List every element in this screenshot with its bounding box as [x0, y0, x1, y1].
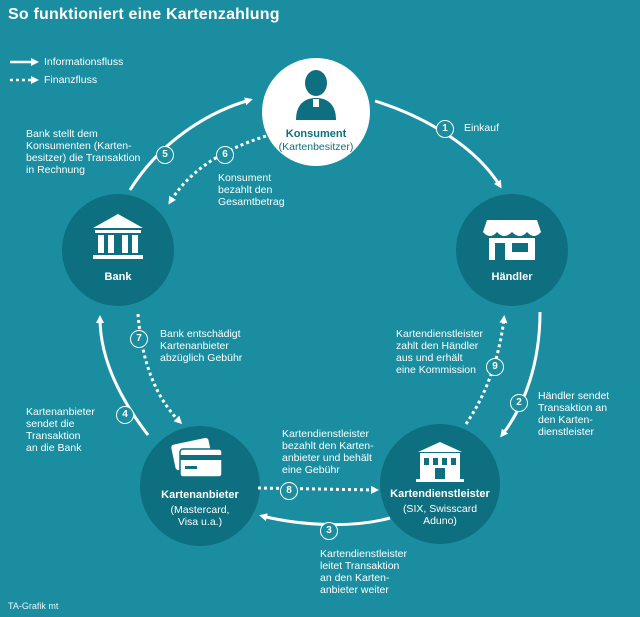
kartendienstleister-sub2: Aduno): [423, 515, 457, 527]
arrow-6: [168, 134, 267, 205]
konsument-sublabel: (Kartenbesitzer): [278, 141, 354, 153]
graphic-credit: TA-Grafik mt: [8, 601, 59, 611]
konsument-label: Konsument: [285, 128, 347, 140]
arrow-8: [257, 485, 379, 494]
arrow-5: [128, 97, 253, 191]
step-badge-2: 2: [510, 394, 528, 412]
node-kartenanbieter: [140, 426, 260, 546]
node-bank: [62, 194, 174, 306]
arrow-2: [500, 311, 542, 438]
legend-info-label: Informationsfluss: [44, 56, 124, 68]
node-kartendienstleister: [380, 424, 500, 544]
legend-finance-label: Finanzfluss: [44, 74, 98, 86]
haendler-label: Händler: [491, 271, 533, 283]
arrow-7: [136, 313, 183, 425]
kartenanbieter-label: Kartenanbieter: [161, 489, 239, 501]
bank-icon: [93, 214, 143, 259]
step-badge-8: 8: [280, 482, 298, 500]
shop-icon: [483, 220, 541, 260]
step-1-text: Einkauf: [464, 122, 500, 134]
kartendienstleister-label: Kartendienstleister: [390, 488, 490, 500]
step-badge-9: 9: [486, 358, 504, 376]
arrow-4: [96, 315, 150, 436]
kartenanbieter-sub2: Visa u.a.): [177, 516, 223, 528]
credit-card-icon: [171, 437, 223, 478]
step-badge-4: 4: [116, 406, 134, 424]
arrow-9: [464, 315, 508, 425]
step-badge-7: 7: [130, 330, 148, 348]
bank-label: Bank: [104, 271, 132, 283]
step-badge-6: 6: [216, 146, 234, 164]
arrow-1-einkauf: [374, 99, 502, 189]
step-badge-1: 1: [436, 120, 454, 138]
building-icon: [416, 442, 464, 482]
person-icon: [296, 70, 336, 120]
kartendienstleister-sub1: (SIX, Swisscard: [402, 503, 478, 515]
step-badge-3: 3: [320, 522, 338, 540]
page-title: So funktioniert eine Kartenzahlung: [8, 6, 280, 23]
step-badge-5: 5: [156, 146, 174, 164]
kartenanbieter-sub1: (Mastercard,: [170, 504, 230, 516]
